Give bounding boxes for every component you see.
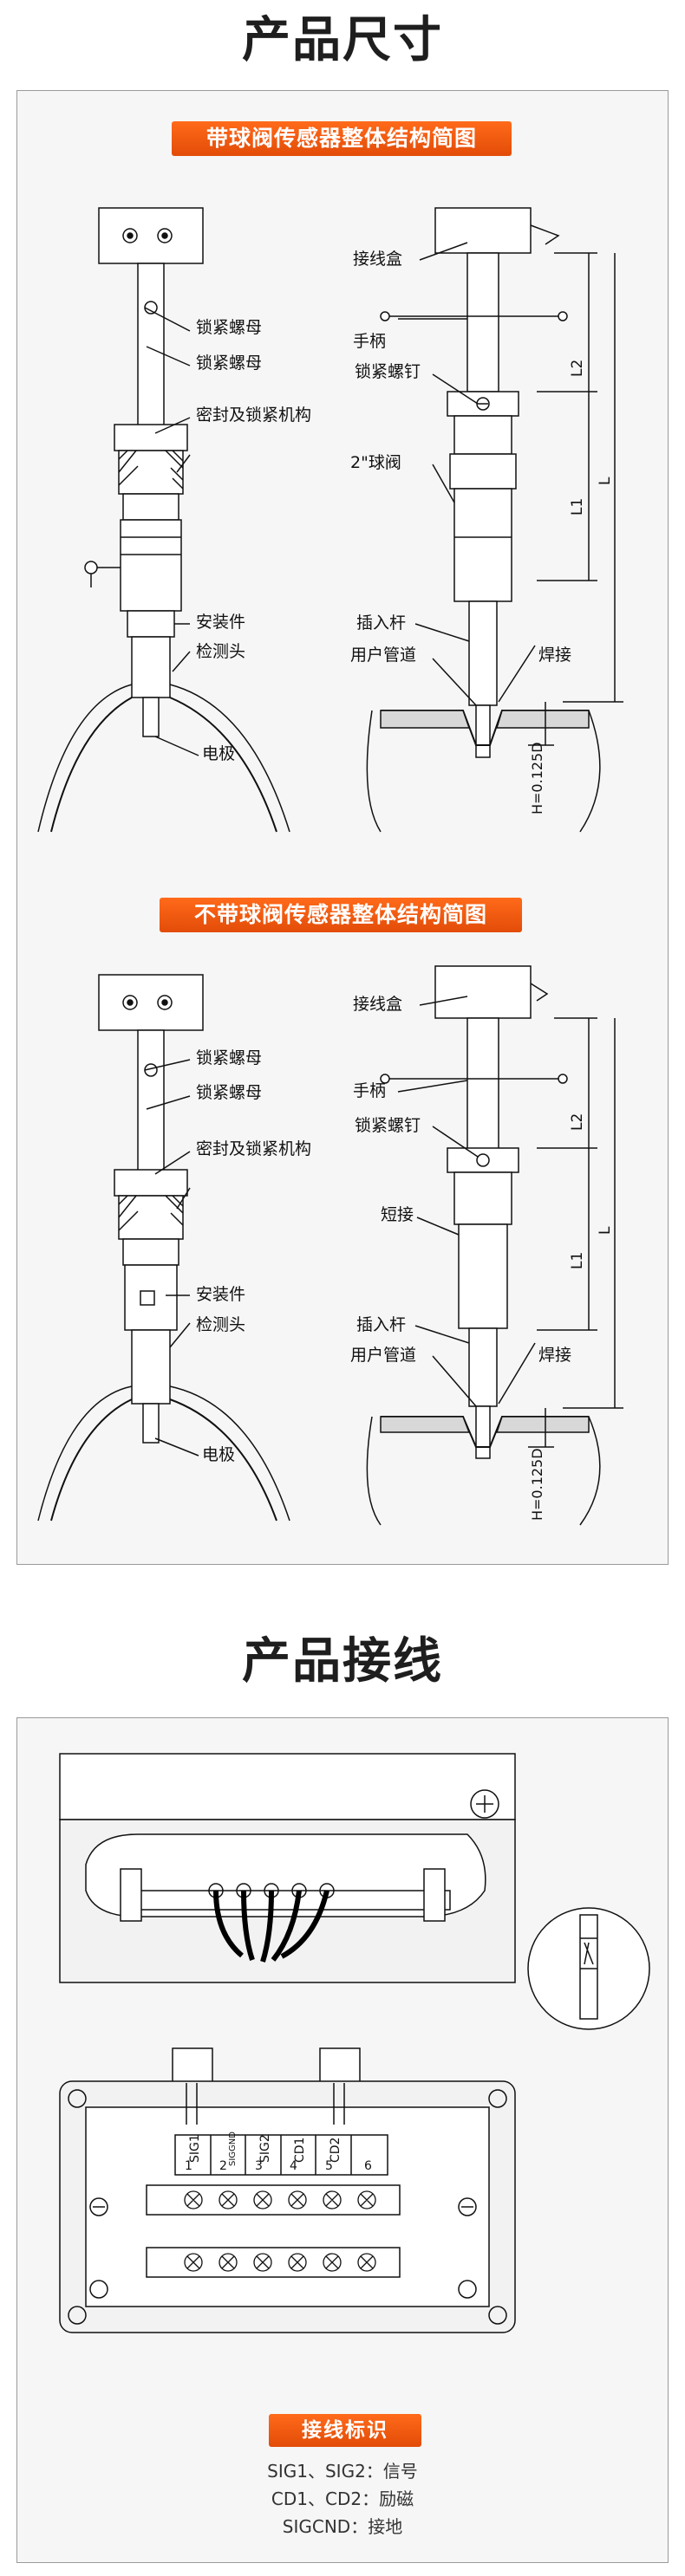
terminal-1-num: 1 [185, 2159, 192, 2173]
terminal-1-name: SIG1 [188, 2134, 202, 2163]
diagram1-svg: 锁紧螺母 锁紧螺母 密封及锁紧机构 安装件 检测头 电极 接线盒 手柄 锁紧螺钉… [37, 207, 623, 833]
d1-label-seal: 密封及锁紧机构 [196, 406, 311, 425]
terminal-4-num: 4 [290, 2159, 297, 2173]
d1-label-electrode: 电极 [202, 744, 235, 763]
d1-label-mount: 安装件 [196, 613, 245, 632]
d2-dim-L: L [597, 1226, 614, 1235]
left-junction-box [98, 207, 204, 264]
d1-dim-L1: L1 [569, 498, 586, 516]
d1-label-lock-nut-1: 锁紧螺母 [196, 318, 262, 337]
terminal-5-num: 5 [325, 2159, 333, 2173]
d1-label-handle: 手柄 [353, 332, 386, 351]
d1-label-probe: 检测头 [196, 642, 245, 661]
wiring-title: 产品接线 [242, 1633, 443, 1690]
diagram2-banner: 不带球阀传感器整体结构简图 [160, 898, 522, 932]
wiring-legend-title: 接线标识 [269, 2414, 421, 2447]
terminal-6-num: 6 [364, 2159, 372, 2173]
d2-label-mount: 安装件 [196, 1285, 245, 1304]
d2-dim-H: H=0.125D [529, 1448, 545, 1521]
d1-label-ball-valve: 2"球阀 [350, 453, 401, 472]
d2-label-electrode: 电极 [202, 1445, 235, 1464]
d2-label-lock-screw: 锁紧螺钉 [355, 1116, 421, 1135]
wiring-legend-line-3: SIGCND：接地 [282, 2516, 403, 2537]
d1-label-junction-box: 接线盒 [353, 250, 402, 269]
d2-label-user-pipe: 用户管道 [350, 1346, 416, 1365]
terminal-3-num: 3 [255, 2159, 263, 2173]
d2-label-handle: 手柄 [353, 1081, 386, 1100]
wiring-legend-line-1: SIG1、SIG2：信号 [267, 2461, 418, 2482]
d2-label-seal: 密封及锁紧机构 [196, 1139, 311, 1158]
wiring-svg: 1 SIG1 2 SIGGND 3 SIG2 4 CD1 5 CD2 6 [59, 1753, 650, 2333]
terminal-2-name: SIGGND [228, 2132, 238, 2166]
terminal-5-name: CD2 [329, 2138, 342, 2163]
d2-dim-L1: L1 [569, 1252, 586, 1269]
terminal-3-name: SIG2 [258, 2134, 272, 2163]
dimensions-title: 产品尺寸 [242, 12, 443, 68]
d1-label-lock-nut-2: 锁紧螺母 [196, 354, 262, 373]
d2-label-junction-box: 接线盒 [353, 995, 402, 1014]
d2-label-lock-nut-1: 锁紧螺母 [196, 1048, 262, 1067]
d1-label-weld: 焊接 [538, 646, 571, 665]
d1-label-insert-rod: 插入杆 [356, 613, 406, 633]
diagram2-svg: 锁紧螺母 锁紧螺母 密封及锁紧机构 安装件 检测头 电极 接线盒 手柄 锁紧螺钉… [37, 965, 623, 1526]
d2-dim-L2: L2 [569, 1113, 586, 1131]
d2-label-weld: 焊接 [538, 1346, 571, 1365]
diagram1-banner: 带球阀传感器整体结构简图 [172, 121, 512, 156]
d2-label-lock-nut-2: 锁紧螺母 [196, 1083, 262, 1102]
d1-dim-L2: L2 [569, 360, 586, 377]
wiring-legend-line-2: CD1、CD2：励磁 [271, 2488, 414, 2509]
d1-label-user-pipe: 用户管道 [350, 646, 416, 665]
terminal-2-num: 2 [219, 2159, 227, 2173]
d1-dim-H: H=0.125D [529, 742, 545, 814]
d2-label-probe: 检测头 [196, 1315, 245, 1334]
d2-label-insert-rod: 插入杆 [356, 1315, 406, 1334]
terminal-4-name: CD1 [293, 2138, 307, 2163]
d1-dim-L: L [597, 477, 614, 485]
d2-label-short-joint: 短接 [381, 1205, 414, 1224]
d1-label-lock-screw: 锁紧螺钉 [355, 362, 421, 381]
